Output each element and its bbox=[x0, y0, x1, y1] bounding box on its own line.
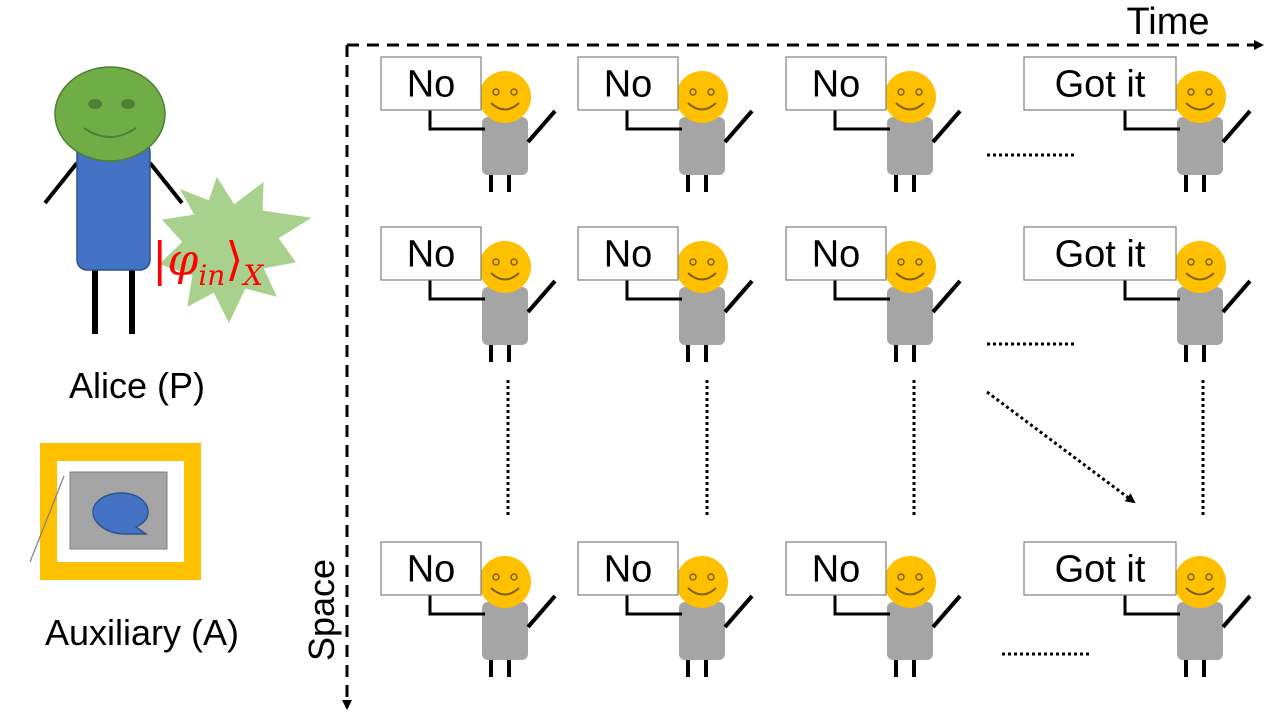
response-sign bbox=[1023, 541, 1177, 596]
observer-figure bbox=[674, 69, 754, 194]
sign-holder-arm bbox=[625, 280, 682, 301]
observer-figure bbox=[674, 239, 754, 364]
sign-holder-arm bbox=[428, 595, 485, 616]
observer: No bbox=[577, 56, 754, 194]
observer: No bbox=[380, 56, 557, 194]
response-text: Got it bbox=[1055, 64, 1146, 106]
state-burst bbox=[159, 176, 312, 324]
observer-figure bbox=[477, 239, 557, 364]
response-text: No bbox=[407, 549, 456, 591]
sign-holder-arm bbox=[625, 110, 682, 131]
observer: No bbox=[785, 541, 962, 679]
response-text: No bbox=[604, 234, 653, 276]
observer: Got it bbox=[1023, 226, 1252, 364]
response-text: No bbox=[407, 234, 456, 276]
observer-figure bbox=[1172, 69, 1252, 194]
response-text: No bbox=[604, 64, 653, 106]
response-text: No bbox=[812, 64, 861, 106]
observer: No bbox=[380, 541, 557, 679]
sign-holder-arm bbox=[428, 280, 485, 301]
auxiliary-label: Auxiliary (A) bbox=[45, 612, 239, 653]
sign-holder-arm bbox=[1123, 595, 1180, 616]
response-sign bbox=[785, 541, 887, 596]
observer-figure bbox=[882, 554, 962, 679]
observer-figure bbox=[1172, 239, 1252, 364]
observer: Got it bbox=[1023, 56, 1252, 194]
response-sign bbox=[380, 56, 482, 111]
response-sign bbox=[785, 226, 887, 281]
response-text: No bbox=[407, 64, 456, 106]
response-sign bbox=[577, 56, 679, 111]
sign-holder-arm bbox=[833, 110, 890, 131]
observer: No bbox=[577, 541, 754, 679]
response-text: Got it bbox=[1055, 549, 1146, 591]
observer-figure bbox=[674, 554, 754, 679]
response-sign bbox=[577, 541, 679, 596]
response-sign bbox=[1023, 226, 1177, 281]
observer-figure bbox=[882, 239, 962, 364]
observer: No bbox=[785, 56, 962, 194]
response-text: No bbox=[812, 234, 861, 276]
response-sign bbox=[380, 541, 482, 596]
observer-figure bbox=[1172, 554, 1252, 679]
observer: Got it bbox=[1023, 541, 1252, 679]
diagonal-arrow bbox=[986, 390, 1136, 504]
continuation-dots bbox=[506, 153, 1205, 656]
alice-figure bbox=[43, 66, 184, 334]
observer: No bbox=[785, 226, 962, 364]
sign-holder-arm bbox=[625, 595, 682, 616]
observer-figure bbox=[477, 69, 557, 194]
response-text: No bbox=[604, 549, 653, 591]
state-ket: |φin⟩X bbox=[152, 232, 264, 292]
sign-holder-arm bbox=[833, 280, 890, 301]
sign-holder-arm bbox=[833, 595, 890, 616]
speech-bubble-icon bbox=[92, 492, 149, 535]
response-sign bbox=[785, 56, 887, 111]
space-label: Space bbox=[301, 559, 342, 661]
observer-figure bbox=[477, 554, 557, 679]
sign-holder-arm bbox=[1123, 280, 1180, 301]
sign-holder-arm bbox=[428, 110, 485, 131]
observer: No bbox=[577, 226, 754, 364]
response-text: No bbox=[812, 549, 861, 591]
observer: No bbox=[380, 226, 557, 364]
response-sign bbox=[1023, 56, 1177, 111]
response-sign bbox=[577, 226, 679, 281]
observer-figure bbox=[882, 69, 962, 194]
sign-holder-arm bbox=[1123, 110, 1180, 131]
response-text: Got it bbox=[1055, 234, 1146, 276]
alice-head bbox=[54, 66, 166, 162]
alice-label: Alice (P) bbox=[69, 365, 205, 406]
response-sign bbox=[380, 226, 482, 281]
auxiliary-device bbox=[29, 443, 201, 580]
time-label: Time bbox=[1126, 1, 1209, 43]
